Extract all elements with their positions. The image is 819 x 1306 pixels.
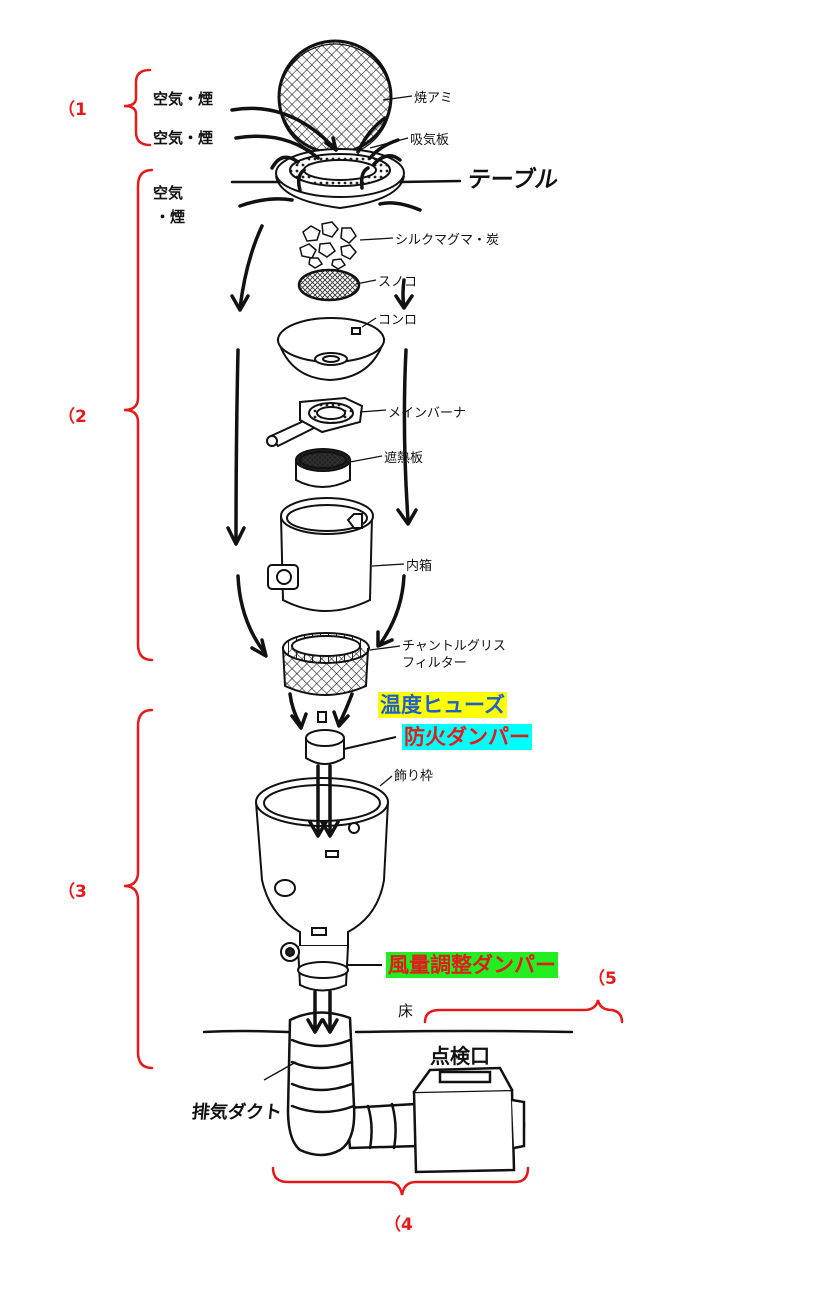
table-line <box>230 179 462 184</box>
label-grill-net: 焼アミ <box>414 91 453 106</box>
fire-damper-part2: ダンパー <box>446 725 530 749</box>
konro-bowl <box>276 317 386 382</box>
intake-ring <box>275 148 405 210</box>
grill-net <box>277 39 393 157</box>
air-smoke-label-left-1: 空気 <box>153 184 184 202</box>
bracket-1 <box>123 68 152 147</box>
label-main-burner: メインバーナ <box>388 406 467 421</box>
airflow-damper-part1: 風量調整 <box>388 953 472 977</box>
airflow-damper <box>280 942 382 992</box>
section-marker-2: （2 <box>58 407 87 427</box>
fire-damper-assembly <box>305 711 397 765</box>
section-marker-1: （1 <box>58 100 87 120</box>
label-silk-magma: シルクマグマ・炭 <box>395 233 500 248</box>
sunoko-grate <box>297 268 361 302</box>
label-exhaust-duct: 排気ダクト <box>190 1102 283 1123</box>
decorative-frame <box>255 777 389 947</box>
label-intake-plate: 吸気板 <box>410 133 450 148</box>
leader-lines <box>263 95 413 1081</box>
grease-filter <box>282 632 370 696</box>
section-marker-3: （3 <box>58 882 87 902</box>
label-filter-line1: チャントルグリス <box>402 639 506 654</box>
inner-box <box>267 497 374 612</box>
section-marker-4: （4 <box>384 1215 413 1235</box>
section-marker-5: （5 <box>588 969 617 989</box>
main-burner <box>266 396 364 448</box>
label-deco-frame: 飾り枠 <box>394 769 434 784</box>
air-smoke-label-top: 空気・煙 <box>153 90 214 108</box>
label-sunoko: スノコ <box>378 275 418 290</box>
label-fire-damper: 防火ダンパー <box>402 724 532 750</box>
label-temperature-fuse: 温度ヒューズ <box>378 692 507 718</box>
section-brackets <box>123 68 624 1196</box>
label-konro: コンロ <box>378 313 418 328</box>
fire-damper-part1: 防火 <box>404 725 446 749</box>
label-heat-shield: 遮熱板 <box>384 451 424 466</box>
label-floor: 床 <box>398 1002 414 1020</box>
inspection-box <box>412 1066 526 1174</box>
label-airflow-damper: 風量調整ダンパー <box>386 952 558 978</box>
airflow-arrows <box>226 106 422 1034</box>
heat-shield <box>295 448 351 488</box>
label-table: テーブル <box>465 167 561 193</box>
temperature-fuse-part2: ヒューズ <box>422 693 505 717</box>
temperature-fuse-part1: 温度 <box>380 693 422 717</box>
bracket-4 <box>271 1166 530 1196</box>
bracket-2 <box>123 168 154 662</box>
label-inner-box: 内箱 <box>406 559 433 574</box>
exhaust-duct <box>286 1011 526 1157</box>
air-smoke-label-mid: 空気・煙 <box>153 129 214 147</box>
silk-magma-charcoal <box>299 221 360 270</box>
bracket-5 <box>423 999 624 1024</box>
bracket-3 <box>123 708 154 1070</box>
label-inspection-port: 点検口 <box>430 1044 490 1068</box>
floor-line <box>202 1029 574 1034</box>
air-smoke-label-left-2: ・煙 <box>155 208 186 226</box>
airflow-damper-part2: ダンパー <box>472 953 556 977</box>
label-filter-line2: フィルター <box>402 656 467 671</box>
